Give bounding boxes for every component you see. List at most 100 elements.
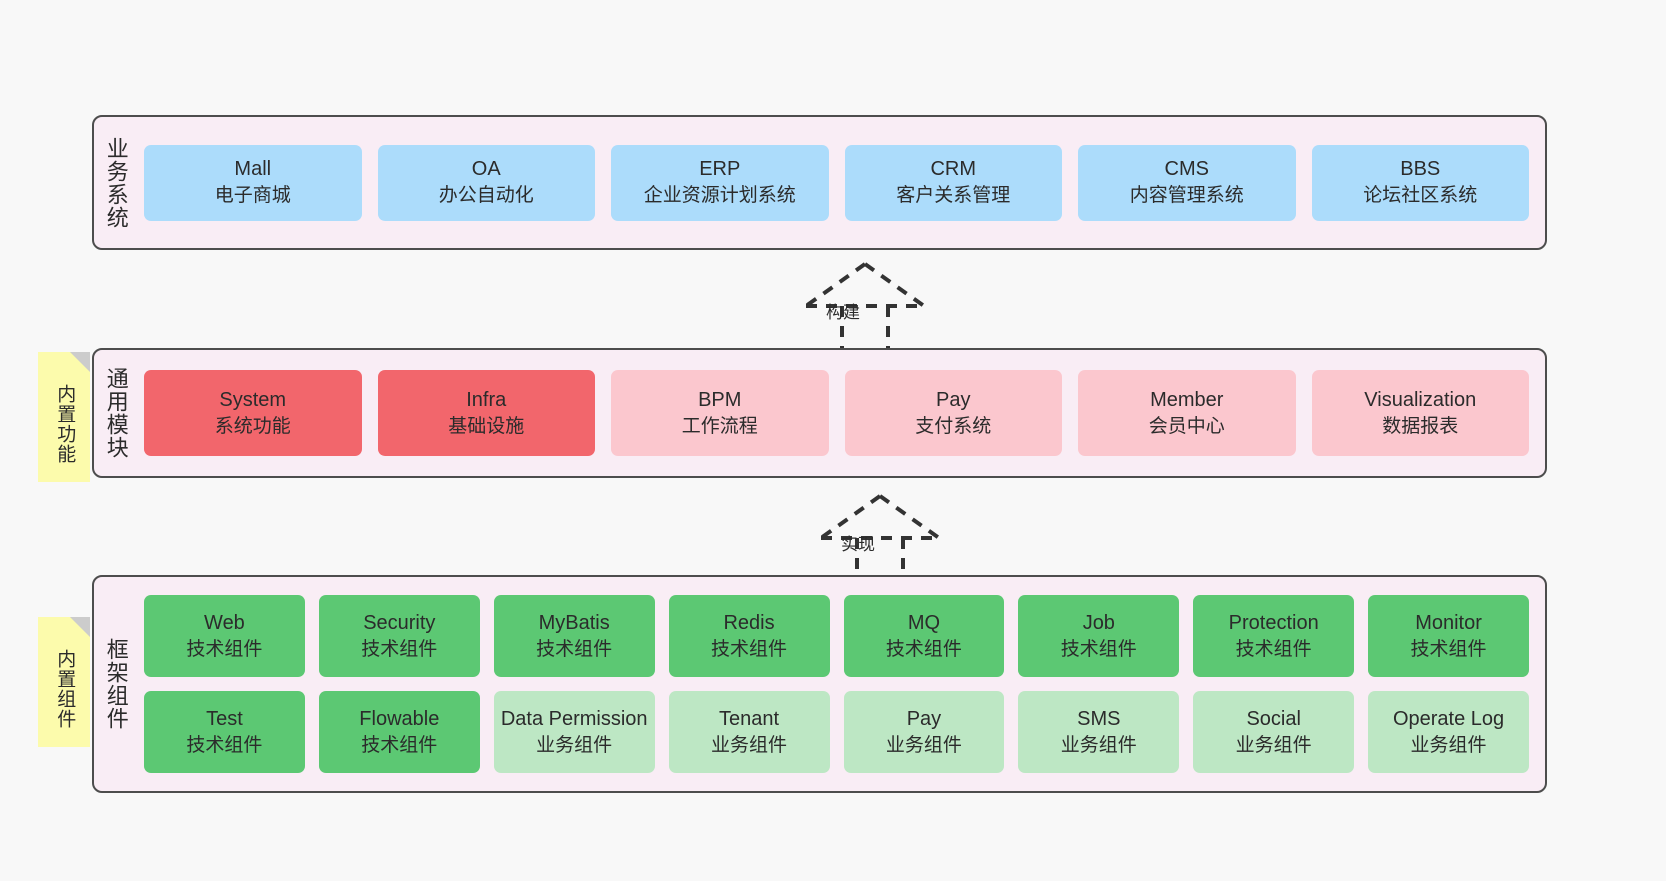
card-protection-name: Protection <box>1228 611 1319 634</box>
card-crm-desc: 客户关系管理 <box>896 185 1011 207</box>
sticky-note-builtin-component: 内置组件 <box>38 617 90 747</box>
card-oa[interactable]: OA 办公自动化 <box>377 144 595 221</box>
layer-title-common: 通用模块 <box>103 367 129 459</box>
card-flowable-name: Flowable <box>359 707 440 730</box>
card-social-desc: 业务组件 <box>1235 734 1312 756</box>
sticky-fold-corner-2 <box>70 617 90 637</box>
framework-card-list: Web 技术组件 Security 技术组件 MyBatis 技术组件 Redi… <box>138 577 1545 791</box>
card-infra-desc: 基础设施 <box>448 415 525 437</box>
card-crm-name: CRM <box>930 158 977 181</box>
card-member-name: Member <box>1150 388 1224 411</box>
card-protection[interactable]: Protection 技术组件 <box>1193 595 1355 677</box>
card-member[interactable]: Member 会员中心 <box>1078 370 1296 456</box>
card-operate-log[interactable]: Operate Log 业务组件 <box>1368 691 1529 773</box>
card-member-desc: 会员中心 <box>1148 415 1225 437</box>
card-mybatis-name: MyBatis <box>538 611 610 634</box>
card-mq-desc: 技术组件 <box>885 638 962 660</box>
connector-build-arrow <box>804 262 926 356</box>
card-social[interactable]: Social 业务组件 <box>1193 691 1355 773</box>
framework-row-business: Test 技术组件 Flowable 技术组件 Data Permission … <box>144 691 1529 773</box>
card-mall[interactable]: Mall 电子商城 <box>144 144 362 221</box>
card-data-permission-desc: 业务组件 <box>536 734 613 756</box>
connector-implement-label: 实现 <box>841 535 875 554</box>
card-tenant-desc: 业务组件 <box>711 734 788 756</box>
sticky-note-builtin-function-label: 内置功能 <box>54 384 76 464</box>
card-erp-desc: 企业资源计划系统 <box>643 185 796 207</box>
card-visualization-desc: 数据报表 <box>1382 415 1459 437</box>
card-system-desc: 系统功能 <box>214 415 291 437</box>
sticky-note-builtin-function: 内置功能 <box>38 352 90 482</box>
card-security-desc: 技术组件 <box>361 638 438 660</box>
card-crm[interactable]: CRM 客户关系管理 <box>844 144 1062 221</box>
card-job[interactable]: Job 技术组件 <box>1018 595 1180 677</box>
card-test[interactable]: Test 技术组件 <box>144 691 305 773</box>
card-cms-name: CMS <box>1164 158 1209 181</box>
card-pay-component[interactable]: Pay 业务组件 <box>843 691 1005 773</box>
card-operate-log-name: Operate Log <box>1392 707 1505 730</box>
sticky-fold-corner <box>70 352 90 372</box>
card-monitor-desc: 技术组件 <box>1410 638 1487 660</box>
card-mall-desc: 电子商城 <box>214 185 291 207</box>
card-monitor-name: Monitor <box>1415 611 1482 634</box>
card-security-name: Security <box>363 611 436 634</box>
card-bpm[interactable]: BPM 工作流程 <box>611 370 829 456</box>
business-card-list: Mall 电子商城 OA 办公自动化 ERP 企业资源计划系统 CRM 客户关系… <box>138 117 1545 248</box>
layer-framework-component: 框架组件 Web 技术组件 Security 技术组件 MyBatis 技术组件… <box>92 575 1547 793</box>
card-bpm-name: BPM <box>698 388 742 411</box>
card-security[interactable]: Security 技术组件 <box>318 595 480 677</box>
card-web[interactable]: Web 技术组件 <box>144 595 305 677</box>
card-mall-name: Mall <box>234 158 272 181</box>
card-tenant-name: Tenant <box>719 707 780 730</box>
card-redis-name: Redis <box>723 611 775 634</box>
card-mybatis[interactable]: MyBatis 技术组件 <box>493 595 655 677</box>
card-flowable[interactable]: Flowable 技术组件 <box>318 691 480 773</box>
card-sms-desc: 业务组件 <box>1060 734 1137 756</box>
card-data-permission-name: Data Permission <box>500 707 648 730</box>
layer-title-business: 业务系统 <box>103 136 129 229</box>
card-sms[interactable]: SMS 业务组件 <box>1018 691 1180 773</box>
card-pay-component-name: Pay <box>906 707 942 730</box>
sticky-note-builtin-component-label: 内置组件 <box>54 649 76 729</box>
card-bbs-desc: 论坛社区系统 <box>1363 185 1478 207</box>
card-job-desc: 技术组件 <box>1060 638 1137 660</box>
framework-row-tech: Web 技术组件 Security 技术组件 MyBatis 技术组件 Redi… <box>144 595 1529 677</box>
card-social-name: Social <box>1246 707 1301 730</box>
card-cms[interactable]: CMS 内容管理系统 <box>1078 144 1296 221</box>
card-visualization[interactable]: Visualization 数据报表 <box>1311 370 1529 456</box>
card-protection-desc: 技术组件 <box>1235 638 1312 660</box>
card-system[interactable]: System 系统功能 <box>144 370 362 456</box>
card-oa-desc: 办公自动化 <box>438 185 534 207</box>
card-web-name: Web <box>204 611 245 634</box>
card-web-desc: 技术组件 <box>186 638 263 660</box>
card-pay-module-name: Pay <box>936 388 971 411</box>
card-infra-name: Infra <box>466 388 507 411</box>
card-erp-name: ERP <box>699 158 741 181</box>
connector-build: 构建 <box>790 258 940 358</box>
card-job-name: Job <box>1082 611 1115 634</box>
card-test-name: Test <box>206 707 243 730</box>
card-redis[interactable]: Redis 技术组件 <box>668 595 830 677</box>
card-data-permission[interactable]: Data Permission 业务组件 <box>493 691 655 773</box>
card-mybatis-desc: 技术组件 <box>536 638 613 660</box>
card-monitor[interactable]: Monitor 技术组件 <box>1368 595 1529 677</box>
card-mq-name: MQ <box>907 611 941 634</box>
common-card-list: System 系统功能 Infra 基础设施 BPM 工作流程 Pay 支付系统… <box>138 350 1545 476</box>
card-bbs[interactable]: BBS 论坛社区系统 <box>1311 144 1529 221</box>
card-erp[interactable]: ERP 企业资源计划系统 <box>611 144 829 221</box>
layer-business-system: 业务系统 Mall 电子商城 OA 办公自动化 ERP 企业资源计划系统 CRM… <box>92 115 1547 250</box>
card-visualization-name: Visualization <box>1364 388 1477 411</box>
card-tenant[interactable]: Tenant 业务组件 <box>668 691 830 773</box>
card-sms-name: SMS <box>1077 707 1121 730</box>
layer-title-framework: 框架组件 <box>103 638 129 730</box>
card-mq[interactable]: MQ 技术组件 <box>843 595 1005 677</box>
card-pay-module-desc: 支付系统 <box>915 415 992 437</box>
card-bbs-name: BBS <box>1400 158 1441 181</box>
card-pay-module[interactable]: Pay 支付系统 <box>844 370 1062 456</box>
card-cms-desc: 内容管理系统 <box>1129 185 1244 207</box>
card-infra[interactable]: Infra 基础设施 <box>377 370 595 456</box>
card-operate-log-desc: 业务组件 <box>1410 734 1487 756</box>
layer-common-module: 通用模块 System 系统功能 Infra 基础设施 BPM 工作流程 Pay… <box>92 348 1547 478</box>
card-redis-desc: 技术组件 <box>711 638 788 660</box>
card-oa-name: OA <box>471 158 501 181</box>
